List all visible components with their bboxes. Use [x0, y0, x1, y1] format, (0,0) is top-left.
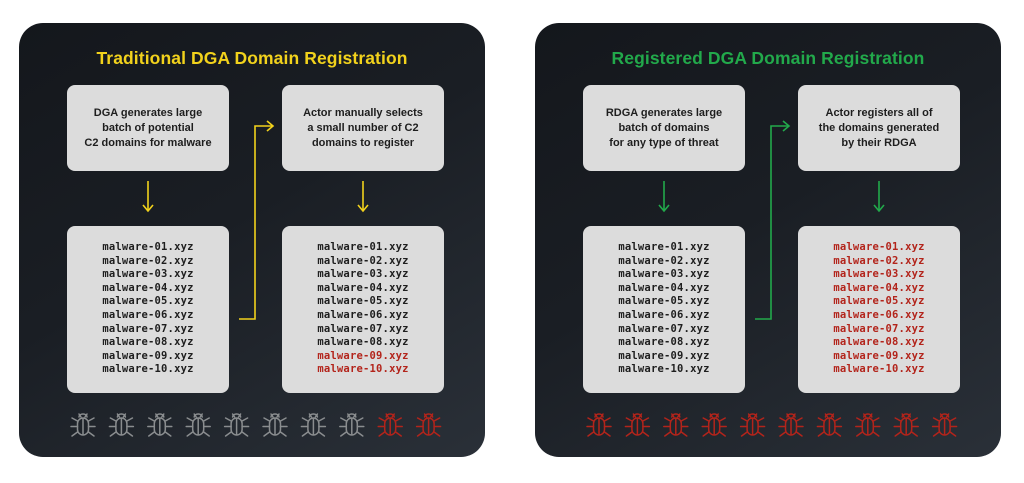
domain-item: malware-10.xyz — [618, 363, 710, 376]
domain-item: malware-09.xyz — [618, 349, 710, 362]
elbow-connector-arrow — [755, 125, 789, 320]
malware-bug-icon — [415, 413, 442, 437]
domain-item: malware-01.xyz — [102, 241, 194, 253]
domain-item: malware-04.xyz — [317, 281, 409, 294]
panel-title: Registered DGA Domain Registration — [611, 48, 925, 68]
malware-bug-icon — [262, 413, 288, 437]
flow-arrows — [142, 120, 369, 320]
panel-title: Traditional DGA Domain Registration — [96, 48, 408, 68]
domain-item: malware-09.xyz — [102, 349, 194, 362]
down-arrow-right-head — [357, 204, 369, 213]
malware-bug-icon — [624, 413, 651, 437]
flow-arrows — [658, 120, 885, 320]
domain-item: malware-09.xyz — [833, 349, 925, 362]
down-arrow-left-head — [142, 204, 154, 213]
domain-item: malware-05.xyz — [618, 295, 710, 308]
domain-item: malware-01.xyz — [317, 241, 409, 253]
registered-dga-panel: Registered DGA Domain Registration RDGA … — [535, 23, 1001, 457]
malware-bug-icon — [893, 413, 919, 437]
domain-item: malware-01.xyz — [833, 241, 925, 253]
domain-item: malware-03.xyz — [833, 268, 925, 281]
malware-bug-row — [70, 413, 442, 437]
traditional-dga-panel: Traditional DGA Domain Registration DGA … — [19, 23, 485, 457]
elbow-connector-arrow-head — [266, 120, 275, 132]
domain-item: malware-10.xyz — [317, 363, 409, 376]
down-arrow-right-head — [873, 204, 885, 213]
domain-item: malware-02.xyz — [102, 254, 194, 267]
malware-bug-icon — [816, 413, 843, 437]
domain-item: malware-06.xyz — [833, 308, 925, 321]
domain-item: malware-02.xyz — [833, 254, 925, 267]
domain-item: malware-07.xyz — [833, 322, 925, 335]
malware-bug-icon — [663, 413, 689, 437]
domain-item: malware-09.xyz — [317, 349, 409, 362]
elbow-connector-arrow-head — [782, 120, 791, 132]
malware-bug-icon — [185, 413, 211, 437]
malware-bug-row — [586, 413, 958, 437]
domain-item: malware-10.xyz — [102, 363, 194, 376]
domain-item: malware-10.xyz — [833, 363, 925, 376]
domain-item: malware-06.xyz — [317, 308, 409, 321]
domain-item: malware-06.xyz — [102, 308, 194, 321]
dga-generate-step: DGA generates large batch of potential C… — [67, 85, 229, 171]
domain-item: malware-08.xyz — [618, 336, 710, 349]
malware-bug-icon — [931, 413, 958, 437]
malware-bug-icon — [739, 413, 766, 437]
down-arrow-left-head — [658, 204, 670, 213]
domain-item: malware-07.xyz — [618, 322, 710, 335]
domain-item: malware-05.xyz — [102, 295, 194, 308]
malware-bug-icon — [586, 413, 612, 437]
malware-bug-icon — [778, 413, 804, 437]
domain-item: malware-03.xyz — [618, 268, 710, 281]
malware-bug-icon — [108, 413, 135, 437]
domain-item: malware-06.xyz — [618, 308, 710, 321]
malware-bug-icon — [377, 413, 403, 437]
domain-item: malware-02.xyz — [317, 254, 409, 267]
domain-item: malware-08.xyz — [102, 336, 194, 349]
actor-select-step: Actor manually selects a small number of… — [282, 85, 444, 171]
malware-bug-icon — [339, 413, 365, 437]
domain-item: malware-01.xyz — [618, 241, 710, 253]
domain-item: malware-07.xyz — [102, 322, 194, 335]
domain-item: malware-04.xyz — [833, 281, 925, 294]
malware-bug-icon — [147, 413, 173, 437]
domain-item: malware-08.xyz — [833, 336, 925, 349]
domain-item: malware-02.xyz — [618, 254, 710, 267]
malware-bug-icon — [701, 413, 727, 437]
rdga-generate-step: RDGA generates large batch of domains fo… — [583, 85, 745, 171]
domain-item: malware-03.xyz — [102, 268, 194, 281]
domain-item: malware-05.xyz — [317, 295, 409, 308]
elbow-connector-arrow — [239, 125, 273, 320]
malware-bug-icon — [70, 413, 96, 437]
malware-bug-icon — [300, 413, 327, 437]
malware-bug-icon — [855, 413, 881, 437]
domain-item: malware-04.xyz — [102, 281, 194, 294]
domain-item: malware-07.xyz — [317, 322, 409, 335]
domain-item: malware-04.xyz — [618, 281, 710, 294]
domain-item: malware-05.xyz — [833, 295, 925, 308]
malware-bug-icon — [223, 413, 250, 437]
domain-item: malware-08.xyz — [317, 336, 409, 349]
actor-register-step: Actor registers all of the domains gener… — [798, 85, 960, 171]
domain-item: malware-03.xyz — [317, 268, 409, 281]
